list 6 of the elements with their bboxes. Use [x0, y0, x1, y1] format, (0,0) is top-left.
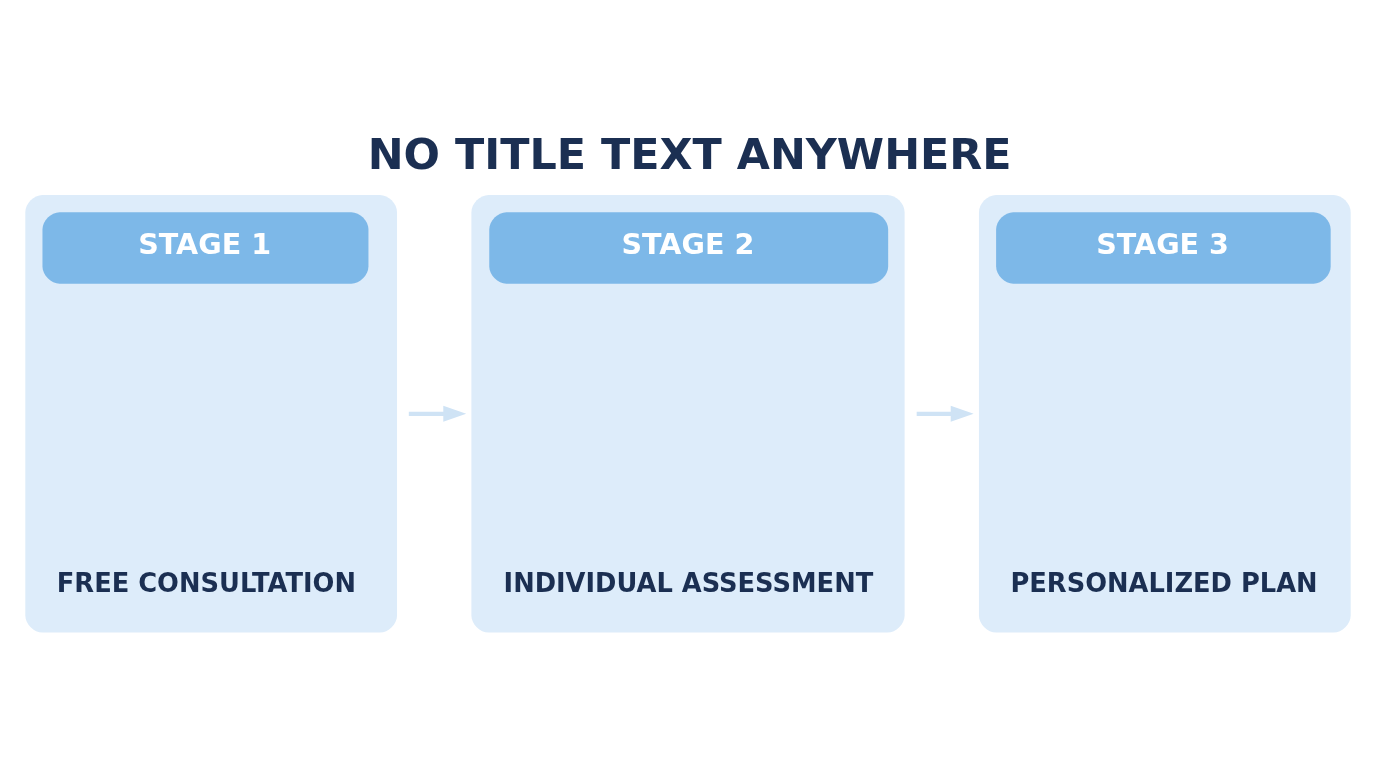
arrow	[408, 405, 467, 422]
node-box: STAGE 1 FREE CONSULTATION	[25, 194, 398, 633]
arrow	[916, 405, 974, 422]
node-box: STAGE 3 PERSONALIZED PLAN	[978, 194, 1351, 633]
diagram-title: NO TITLE TEXT ANYWHERE	[367, 128, 1012, 179]
node-box: STAGE 2 INDIVIDUAL ASSESSMENT	[471, 194, 905, 633]
